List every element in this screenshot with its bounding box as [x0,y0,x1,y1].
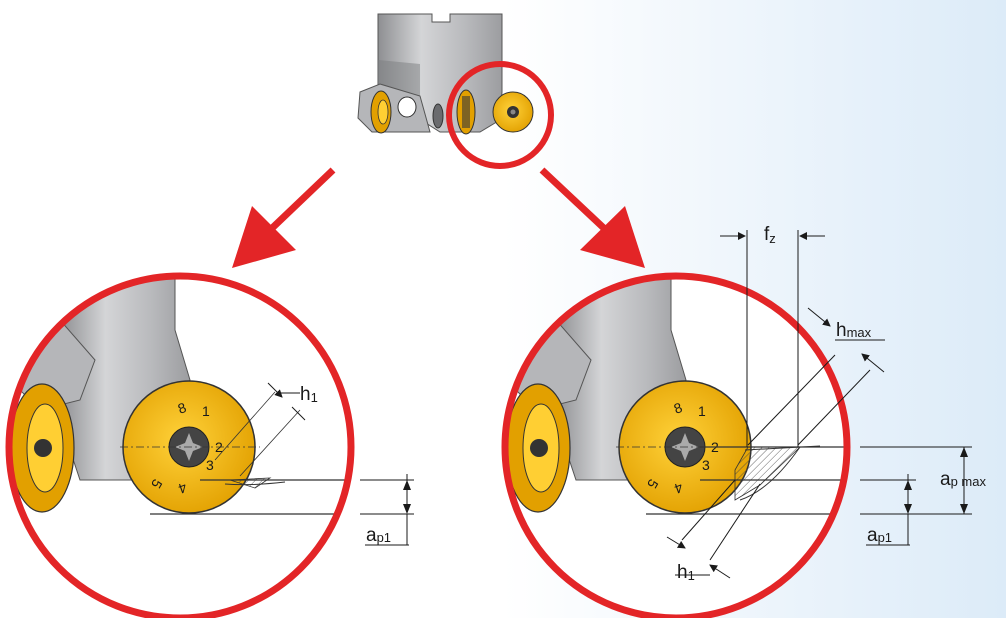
svg-text:1: 1 [202,403,210,419]
ap1-left-label: ap1 [366,525,391,546]
detail-right: 8 1 2 3 4 5 [505,276,847,618]
hmax-dimension [747,307,885,446]
hmax-label: hmax [836,320,872,341]
detail-ring-left [5,272,355,618]
fz-label: fz [764,224,776,246]
zoom-arrow-left [232,167,336,268]
detail-ring-right [501,272,851,618]
zoom-arrow-right [539,167,645,268]
milling-cutter-top [357,13,534,135]
h1-left-dimension [267,382,306,421]
ap1-right-label: ap1 [867,525,892,546]
svg-text:1: 1 [698,403,706,419]
h1-right-dimension [666,479,761,579]
ap1-right-dimension [860,474,916,546]
h1-right-label: h1 [677,562,695,583]
ap-max-dimension [860,446,972,515]
ap1-left-dimension [360,474,414,546]
ap-max-label: ap max [940,469,986,490]
svg-text:3: 3 [702,457,710,473]
h1-left-label: h1 [300,384,318,405]
zoom-ring [446,61,554,169]
fz-dimension [720,230,825,447]
detail-left: 8 1 2 3 4 5 [9,276,351,618]
svg-text:3: 3 [206,457,214,473]
